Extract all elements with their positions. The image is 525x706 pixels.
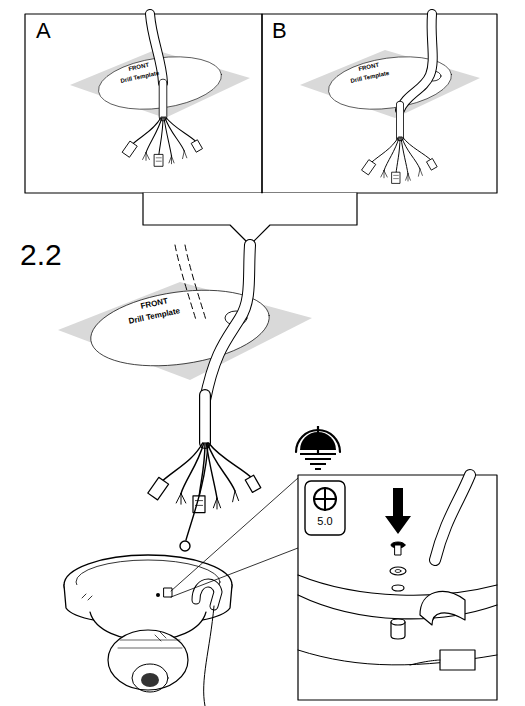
panel-letter: B <box>272 20 287 42</box>
step-number: 2.2 <box>20 240 62 270</box>
tool-size: 5.0 <box>317 516 332 527</box>
panel-letter: A <box>36 20 51 42</box>
